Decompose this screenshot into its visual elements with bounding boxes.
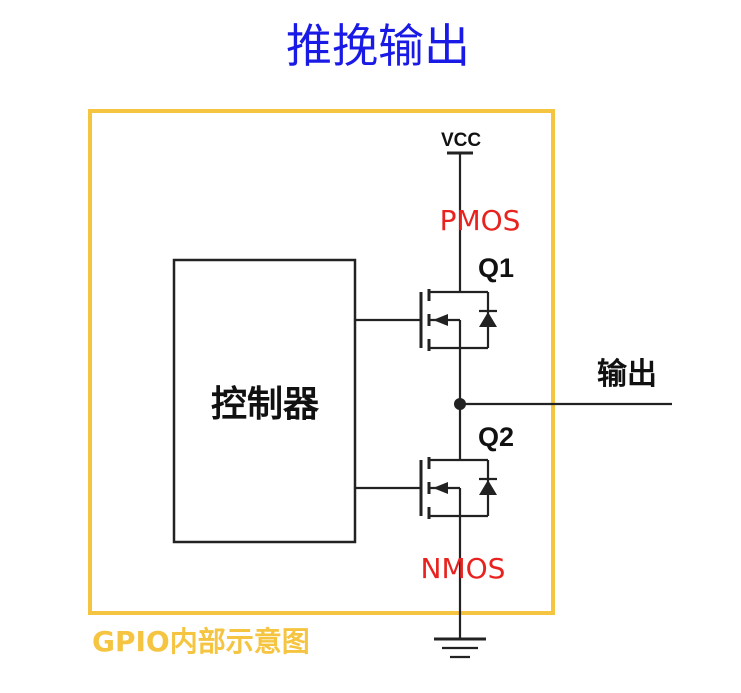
pmos-type-label: PMOS (440, 204, 521, 237)
diagram-title: 推挽输出 (286, 19, 470, 73)
ground-icon (434, 637, 486, 659)
gpio-frame (88, 109, 555, 615)
q1-pmos-transistor (355, 289, 497, 351)
q2-nmos-transistor (355, 457, 497, 519)
vcc-label: VCC (441, 130, 481, 151)
controller-label: 控制器 (211, 383, 320, 424)
q2-label: Q2 (478, 422, 514, 452)
q1-label: Q1 (478, 253, 514, 283)
controller-box (172, 258, 357, 544)
nmos-type-label: NMOS (421, 552, 506, 585)
gpio-caption: GPIO内部示意图 (92, 625, 310, 658)
output-label: 输出 (597, 358, 657, 391)
